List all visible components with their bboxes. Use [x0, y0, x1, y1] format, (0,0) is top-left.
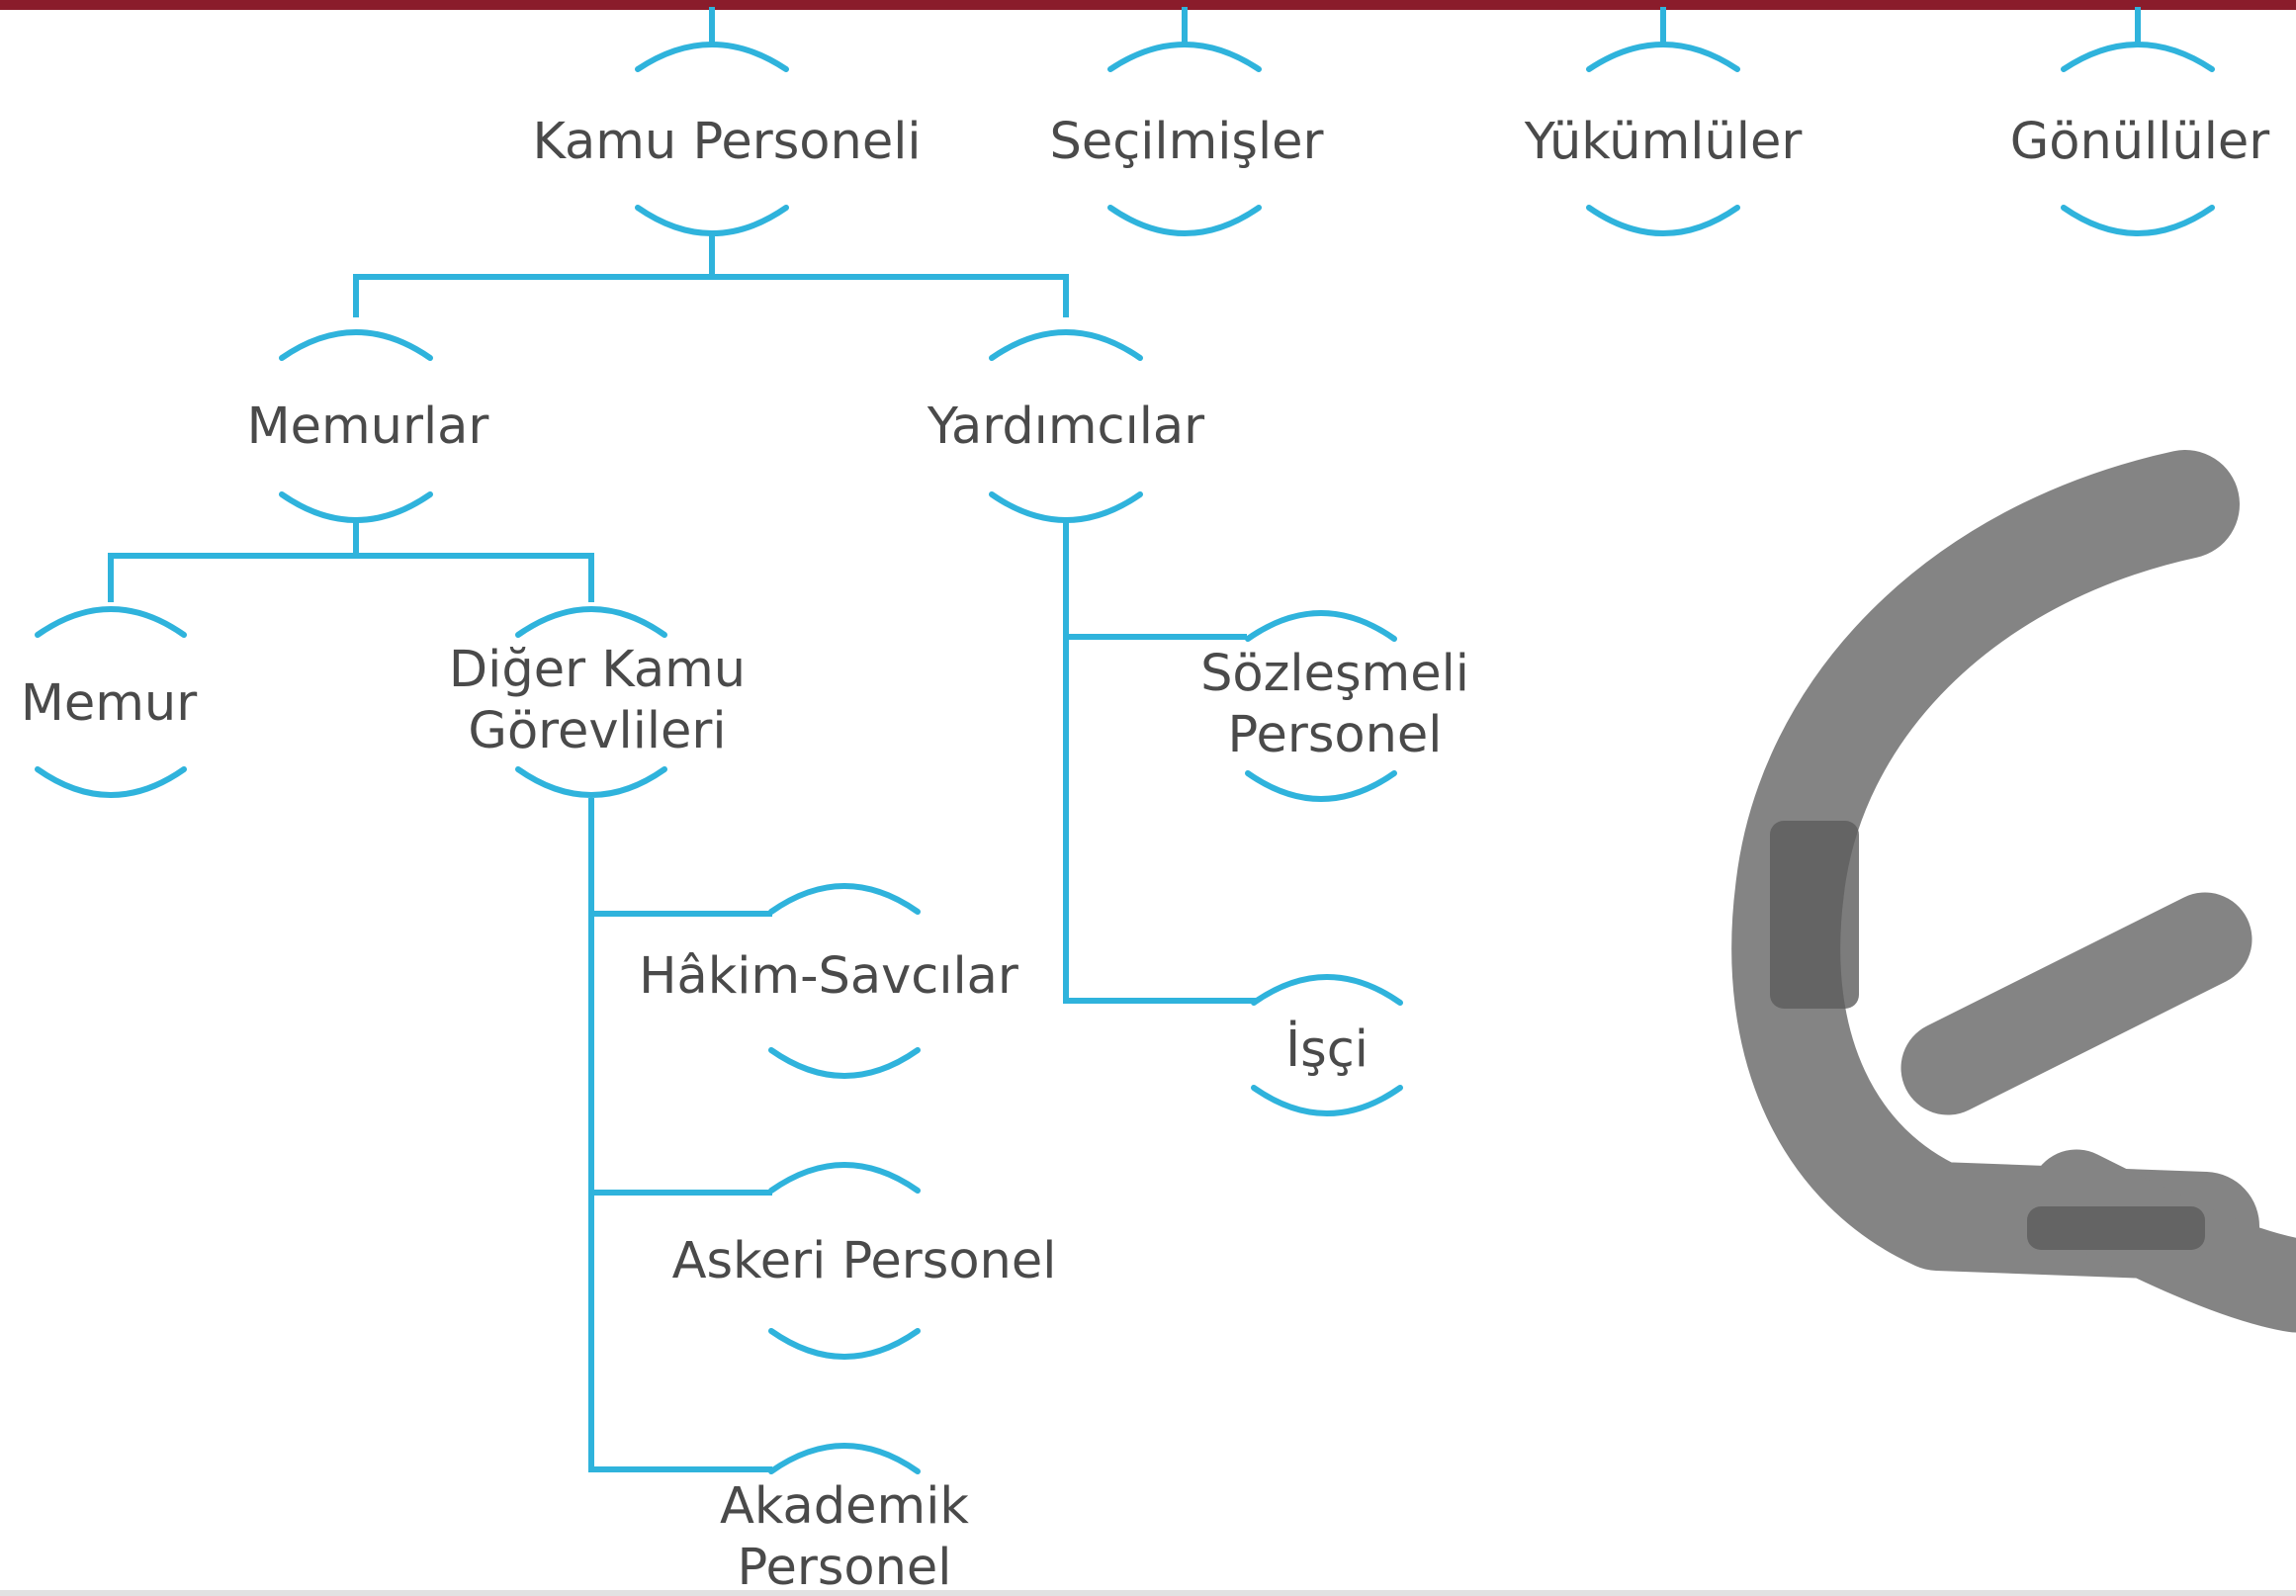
- logo-dark-overlap: [1770, 821, 1859, 1009]
- bracket-top: [1107, 42, 1262, 72]
- bracket-top: [1245, 610, 1397, 642]
- bracket-top: [279, 329, 433, 361]
- node-memurlar: Memurlar: [247, 329, 489, 523]
- bracket-bottom: [2061, 205, 2215, 236]
- bracket-bottom: [768, 1047, 921, 1079]
- bracket-bottom: [768, 1328, 921, 1360]
- bracket-bottom: [1245, 770, 1397, 802]
- node-label: Yükümlüler: [1524, 113, 1803, 171]
- node-label-line: İşçi: [1285, 1019, 1369, 1079]
- node-label-line: Memurlar: [247, 398, 489, 456]
- bracket-bottom: [635, 205, 789, 236]
- node-label: Gönüllüler: [2010, 113, 2270, 171]
- node-label-line: Akademik: [720, 1477, 969, 1536]
- node-label-line: Yükümlüler: [1524, 113, 1803, 171]
- connector-level2-bar: [353, 274, 1069, 317]
- bracket-bottom: [515, 766, 667, 798]
- node-label-line: Görevlileri: [468, 702, 726, 760]
- node-label-line: Kamu Personeli: [532, 113, 921, 171]
- bracket-bottom: [1586, 205, 1740, 236]
- node-yardimcilar: Yardımcılar: [927, 329, 1204, 523]
- node-label-line: Sözleşmeli: [1200, 645, 1469, 703]
- node-secilmisler: Seçilmişler: [1049, 42, 1324, 236]
- bracket-top: [768, 883, 921, 915]
- bracket-bottom: [279, 491, 433, 523]
- connector-yardimcilar-children: [1063, 517, 1257, 1004]
- node-label-line: Hâkim-Savcılar: [639, 947, 1018, 1006]
- node-label: Yardımcılar: [927, 398, 1204, 456]
- bracket-top: [2061, 42, 2215, 72]
- node-kamu-personeli: Kamu Personeli: [532, 42, 922, 236]
- connector-level3-bar: [108, 553, 594, 602]
- node-label-line: Askeri Personel: [672, 1232, 1057, 1290]
- brush-stroke-logo-icon: [1731, 450, 2296, 1333]
- bracket-bottom: [35, 766, 187, 798]
- node-label-line: Seçilmişler: [1049, 113, 1323, 171]
- node-label: Hâkim-Savcılar: [639, 947, 1018, 1006]
- bracket-top: [768, 1443, 921, 1474]
- node-label-line: Gönüllüler: [2010, 113, 2270, 171]
- node-label: Memur: [21, 674, 197, 733]
- node-hakim-savcilar: Hâkim-Savcılar: [639, 883, 1018, 1079]
- node-label-line: Personel: [738, 1539, 952, 1596]
- bracket-top: [635, 42, 789, 72]
- node-label-line: Diğer Kamu: [449, 641, 746, 699]
- bracket-bottom: [1107, 205, 1262, 236]
- connector-lines: [108, 7, 2141, 1472]
- node-gonulluler: Gönüllüler: [2010, 42, 2270, 236]
- node-label: Kamu Personeli: [532, 113, 921, 171]
- bracket-top: [1251, 974, 1403, 1006]
- node-label-line: Personel: [1228, 706, 1443, 764]
- connector-diger-kamu-children: [588, 798, 772, 1472]
- node-yukumluler: Yükümlüler: [1524, 42, 1803, 236]
- top-bar: [0, 0, 2296, 10]
- bracket-bottom: [1251, 1085, 1403, 1116]
- bracket-top: [515, 606, 667, 638]
- node-memur: Memur: [21, 606, 197, 798]
- bracket-top: [768, 1162, 921, 1194]
- bracket-top: [989, 329, 1143, 361]
- logo-dark-overlap: [2027, 1206, 2205, 1250]
- bracket-bottom: [989, 491, 1143, 523]
- node-label-line: Yardımcılar: [927, 398, 1204, 456]
- node-label: Askeri Personel: [672, 1232, 1057, 1290]
- node-askeri-personel: Askeri Personel: [672, 1162, 1057, 1360]
- node-isci: İşçi: [1251, 974, 1403, 1116]
- node-label-line: Memur: [21, 674, 197, 733]
- bottom-strip: [0, 1590, 2296, 1596]
- node-label: Seçilmişler: [1049, 113, 1323, 171]
- node-label: Memurlar: [247, 398, 489, 456]
- bracket-top: [1586, 42, 1740, 72]
- node-label: İşçi: [1285, 1019, 1369, 1079]
- bracket-top: [35, 606, 187, 638]
